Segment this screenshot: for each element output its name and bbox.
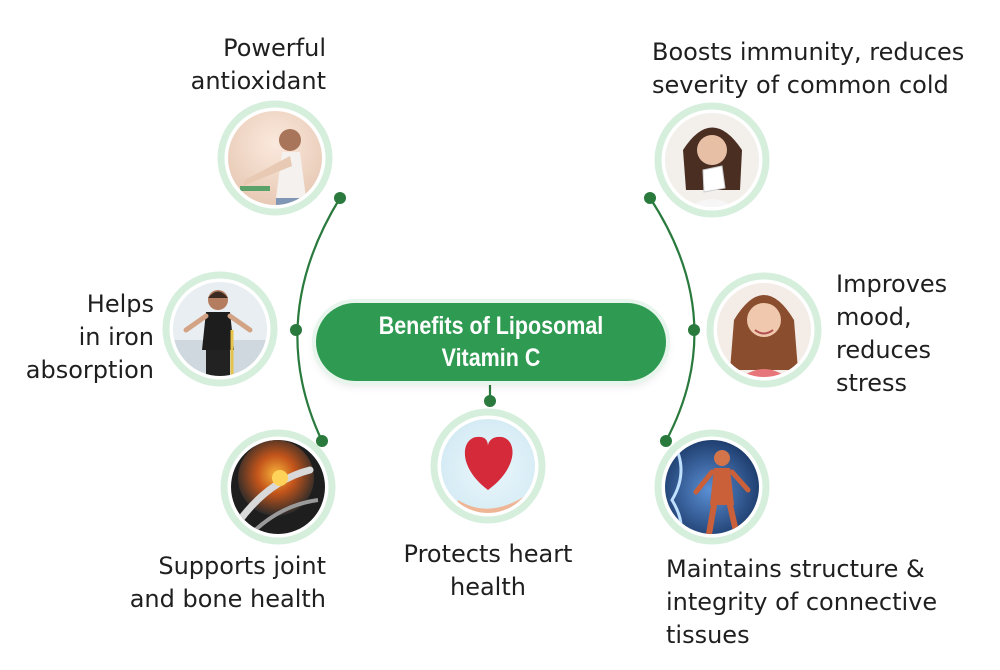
benefit-antioxidant: Powerful antioxidant (190, 34, 326, 95)
benefit-joint-bone: Supports joint and bone health (129, 552, 326, 613)
woman-sneezing-icon (665, 113, 759, 207)
woman-stretching-icon (228, 111, 322, 205)
center-title-line1: Benefits of Liposomal (378, 312, 604, 340)
woman-exercising-icon (173, 282, 267, 376)
joint-bone-icon (231, 440, 325, 534)
connective-tissue-body-icon (665, 440, 759, 534)
center-title-line2: Vitamin C (441, 344, 541, 372)
center-title: Benefits of Liposomal Vitamin C (341, 303, 642, 381)
icon-rings (162, 100, 822, 545)
benefit-connective-tissue: Maintains structure & integrity of conne… (666, 555, 938, 649)
right-arc (649, 197, 696, 442)
connector-dots (290, 192, 700, 447)
benefit-mood: Improves mood, reduces stress (836, 270, 948, 397)
left-arc (296, 197, 341, 442)
benefit-heart: Protects heart health (403, 540, 573, 601)
benefit-immunity: Boosts immunity, reduces severity of com… (652, 38, 965, 99)
center-banner (316, 303, 666, 381)
benefit-iron-absorption: Helps in iron absorption (25, 290, 154, 384)
